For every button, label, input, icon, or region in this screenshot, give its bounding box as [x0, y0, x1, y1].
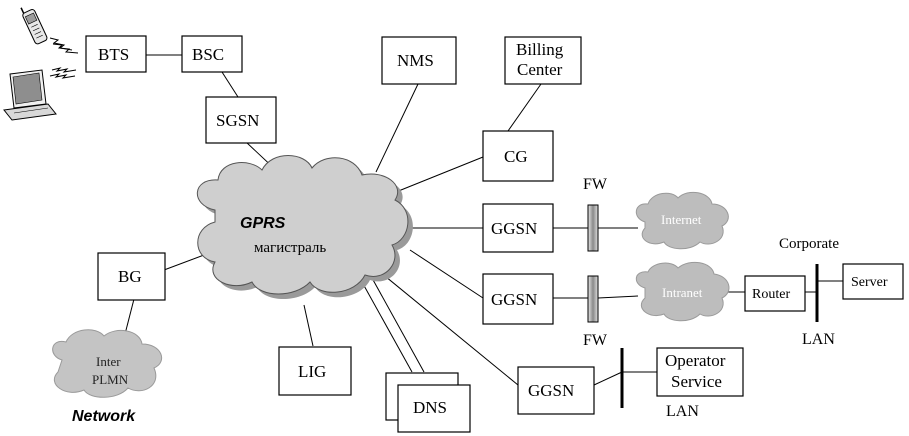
svg-text:BG: BG [118, 267, 142, 286]
lan-corporate-label: LAN [802, 331, 835, 348]
network-caption: Network [72, 408, 136, 425]
node-ggsn-1: GGSN [482, 203, 554, 253]
corporate-label: Corporate [779, 236, 839, 252]
svg-text:Center: Center [517, 60, 563, 79]
node-ggsn-3: GGSN [517, 366, 595, 415]
firewall-bottom [587, 275, 599, 323]
fw-top-label: FW [583, 176, 608, 193]
internet-cloud: Internet [635, 191, 729, 250]
svg-text:CG: CG [504, 147, 528, 166]
intranet-cloud: Intranet [635, 261, 730, 322]
node-bts: BTS [85, 35, 147, 73]
node-server: Server [842, 263, 904, 300]
inter-plmn-cloud: Inter PLMN [52, 329, 163, 398]
inter-plmn-label-line1: Inter [96, 354, 121, 369]
svg-text:Server: Server [851, 275, 888, 290]
svg-text:GGSN: GGSN [528, 381, 574, 400]
svg-text:GGSN: GGSN [491, 219, 537, 238]
svg-text:NMS: NMS [397, 51, 434, 70]
gprs-title: GPRS [240, 215, 286, 232]
svg-text:SGSN: SGSN [216, 111, 259, 130]
internet-label: Internet [661, 212, 702, 227]
node-cg: CG [482, 130, 554, 182]
node-nms: NMS [381, 36, 457, 85]
fw-bottom-label: FW [583, 332, 608, 349]
firewall-top [587, 204, 599, 252]
svg-text:GGSN: GGSN [491, 290, 537, 309]
node-bsc: BSC [181, 35, 243, 73]
node-bg: BG [97, 252, 166, 301]
node-ggsn-2: GGSN [482, 273, 554, 325]
svg-text:BSC: BSC [192, 45, 224, 64]
svg-text:DNS: DNS [413, 398, 447, 417]
node-billing-center: Billing Center [504, 36, 582, 85]
lan-operator-label: LAN [666, 403, 699, 420]
svg-text:Service: Service [671, 372, 722, 391]
inter-plmn-label-line2: PLMN [92, 372, 129, 387]
intranet-label: Intranet [662, 285, 703, 300]
svg-text:BTS: BTS [98, 45, 129, 64]
svg-text:Router: Router [752, 287, 790, 302]
node-lig: LIG [278, 346, 352, 396]
svg-text:Billing: Billing [516, 40, 564, 59]
mobile-phone-icon [20, 7, 48, 45]
svg-text:LIG: LIG [298, 362, 326, 381]
laptop-icon [3, 69, 57, 121]
node-dns: DNS [385, 372, 471, 433]
node-sgsn: SGSN [205, 96, 277, 144]
node-operator-service: Operator Service [656, 347, 744, 397]
svg-text:Operator: Operator [665, 351, 726, 370]
gprs-backbone-cloud: GPRS магистраль [196, 155, 413, 299]
gprs-subtitle: магистраль [254, 240, 326, 256]
node-router: Router [744, 275, 806, 312]
